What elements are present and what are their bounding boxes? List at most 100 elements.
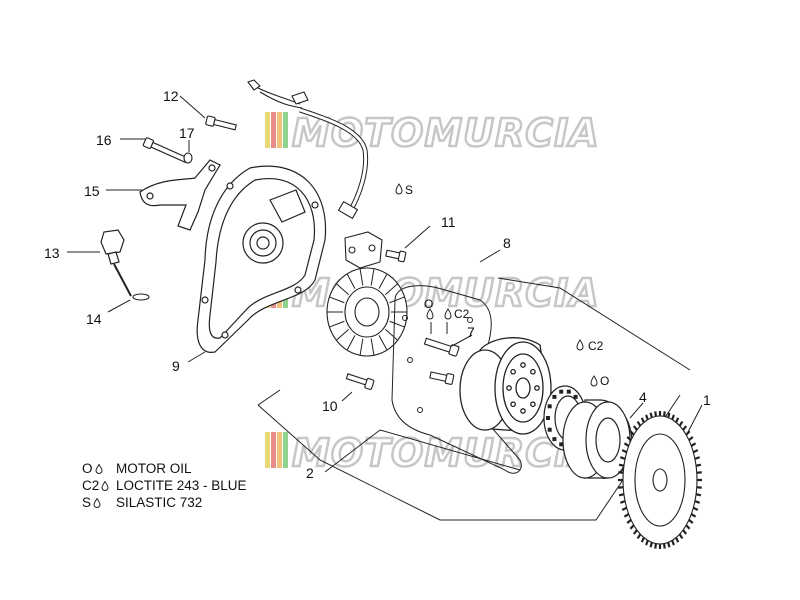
gear-tooth — [690, 442, 697, 447]
bolt-7 — [423, 337, 460, 357]
gear-tooth — [618, 471, 624, 474]
gear-tooth — [675, 537, 680, 543]
bolt-5 — [429, 371, 455, 385]
bearing-roller — [547, 404, 552, 409]
gear-tooth — [694, 456, 701, 460]
legend-row-motor-oil: O MOTOR OIL — [82, 460, 247, 477]
stator-pole — [378, 273, 388, 289]
gear-tooth — [692, 506, 699, 511]
gear-tooth — [685, 430, 691, 436]
gear-tooth — [632, 529, 638, 535]
gear-tooth — [654, 543, 657, 549]
rotor-hole — [520, 408, 526, 414]
svg-text:C2: C2 — [588, 339, 604, 353]
legend-text: SILASTIC 732 — [116, 495, 203, 510]
oil-drop-icon — [101, 480, 109, 491]
gear-tooth — [621, 449, 628, 454]
gear-tooth — [654, 411, 657, 417]
stator-pole — [329, 296, 345, 304]
bearing-roller — [566, 389, 571, 394]
legend-text: LOCTITE 243 - BLUE — [116, 478, 247, 493]
pickup-bracket — [344, 231, 383, 269]
wire-harness — [247, 79, 369, 220]
gear-tooth — [688, 436, 694, 441]
lube-mark-s-top: S — [395, 183, 413, 197]
gear-tooth — [682, 425, 688, 431]
callout-16: 16 — [96, 132, 112, 148]
washer-17 — [183, 152, 193, 164]
gear-tooth — [695, 463, 702, 467]
oil-drop-icon — [426, 308, 434, 320]
watermark-text: MOTOMURCIA — [292, 111, 600, 155]
lube-mark-o-5: O — [424, 297, 434, 320]
gear-tooth — [692, 449, 699, 454]
gear-tooth — [649, 542, 653, 548]
bearing-roller — [546, 416, 550, 420]
rotor-hole — [530, 368, 536, 375]
gear-tooth — [696, 486, 702, 489]
svg-text:S: S — [405, 183, 413, 197]
lube-mark-c2-5: C2 — [444, 307, 470, 321]
oil-drop-icon — [395, 183, 403, 195]
oil-drop-icon — [444, 308, 452, 320]
gear-tooth — [618, 463, 625, 467]
oil-drop-icon — [93, 497, 101, 508]
rotor-hole — [510, 368, 516, 375]
starter-clutch — [562, 399, 633, 479]
bolt-16 — [142, 137, 189, 164]
stator-pole — [378, 335, 388, 351]
gear-tooth — [690, 513, 697, 518]
rotor-hole — [510, 401, 516, 408]
gear-tooth — [671, 540, 675, 546]
gear-tooth — [696, 471, 702, 474]
gear-tooth — [619, 500, 626, 504]
gear-tooth — [645, 540, 649, 546]
rotor-hole — [520, 362, 526, 368]
gear-tooth — [623, 442, 630, 447]
legend-row-silastic: S SILASTIC 732 — [82, 494, 247, 511]
bearing-roller — [552, 437, 557, 442]
gear-tooth — [663, 543, 666, 549]
screw-11 — [385, 249, 407, 263]
gear-tooth — [619, 456, 626, 460]
legend-row-loctite: C2 LOCTITE 243 - BLUE — [82, 477, 247, 494]
bracket — [139, 159, 221, 231]
callout-4: 4 — [639, 389, 647, 405]
watermark-logo-icon — [265, 112, 288, 148]
gear-tooth — [682, 529, 688, 535]
stator-pole — [346, 335, 356, 351]
stator-pole — [385, 328, 398, 341]
gear-tooth — [645, 414, 649, 420]
watermark-logo-icon — [265, 432, 288, 468]
rotor-hole — [534, 385, 540, 391]
rotor-hole — [530, 401, 536, 408]
bearing-roller — [559, 442, 564, 447]
stator-pole — [359, 268, 364, 286]
gear-tooth — [632, 425, 638, 431]
stator-pole — [389, 296, 405, 304]
gear-tooth — [685, 524, 691, 530]
gear-tooth — [629, 524, 635, 530]
bolt-12 — [205, 115, 237, 131]
gear-tooth — [640, 417, 645, 423]
oil-drop-icon — [95, 463, 103, 474]
bearing-roller — [573, 394, 578, 399]
callout-10: 10 — [322, 398, 338, 414]
callout-9: 9 — [172, 358, 180, 374]
callout-14: 14 — [86, 311, 102, 327]
gear-tooth — [621, 506, 628, 511]
oring-14 — [132, 293, 150, 301]
callout-1: 1 — [703, 392, 711, 408]
gear-tooth — [695, 493, 702, 497]
callout-8: 8 — [503, 235, 511, 251]
gear-tooth — [671, 414, 675, 420]
callout-12: 12 — [163, 88, 179, 104]
gear-tooth — [675, 417, 680, 423]
gear-tooth — [663, 411, 666, 417]
flywheel-rotor — [459, 337, 552, 435]
stator-pole — [329, 320, 345, 328]
lube-mark-c2-rotor: C2 — [576, 339, 604, 353]
stator-pole — [389, 320, 405, 328]
gear-tooth — [688, 519, 694, 524]
